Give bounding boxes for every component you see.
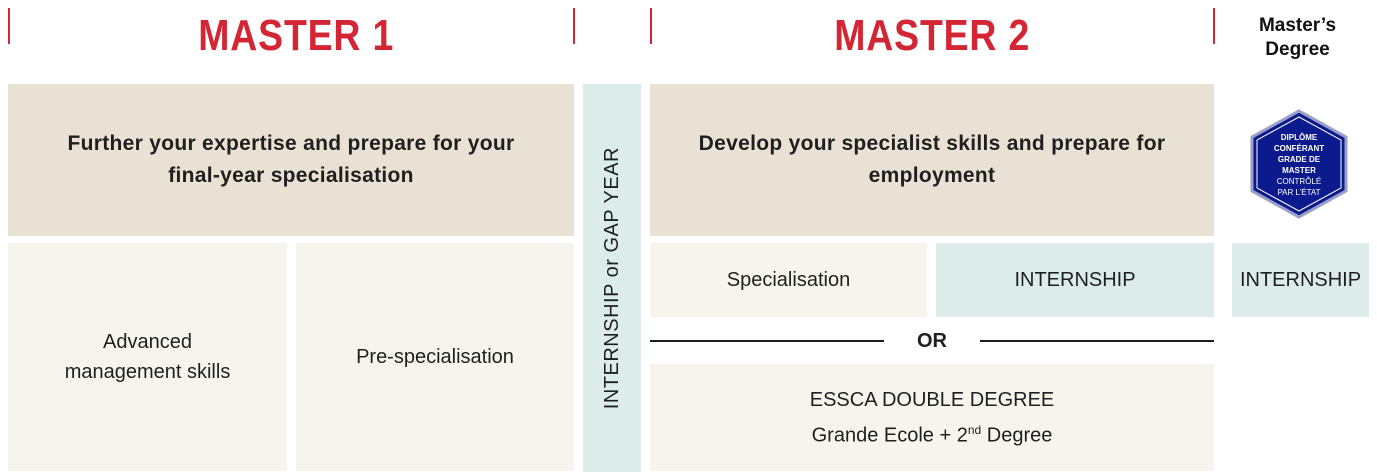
master2-internship-text: INTERNSHIP: [1014, 269, 1136, 291]
or-line-right: [980, 340, 1214, 342]
degree-internship-text: INTERNSHIP: [1239, 269, 1362, 291]
advanced-skills-text: Advanced management skills: [64, 331, 231, 383]
master2-header: MASTER 2: [652, 0, 1212, 72]
badge-line-5: CONTRÔLÉ: [1276, 177, 1322, 186]
badge-text: DIPLÔME CONFÉRANT GRADE DE MASTER CONTRÔ…: [1257, 130, 1341, 200]
double-degree-box: ESSCA DOUBLE DEGREE Grande Ecole + 2nd D…: [650, 364, 1214, 471]
hexagon-badge-icon: [1250, 109, 1348, 219]
gap-year-box: INTERNSHIP or GAP YEAR: [583, 84, 641, 472]
double-degree-part-a: Grande Ecole + 2: [811, 424, 968, 447]
double-degree-sup: nd: [967, 422, 982, 437]
badge-line-6: PAR L’ÉTAT: [1277, 188, 1321, 197]
divider-right: [1213, 8, 1215, 44]
divider-mid-2: [650, 8, 652, 44]
or-text: OR: [917, 329, 947, 352]
degree-internship-box: INTERNSHIP: [1232, 243, 1369, 317]
specialisation-text: Specialisation: [726, 269, 851, 291]
master2-top-text: Develop your specialist skills and prepa…: [698, 132, 1166, 187]
master2-top-box: Develop your specialist skills and prepa…: [650, 84, 1214, 236]
master1-title: MASTER 1: [198, 11, 394, 60]
double-degree-title: ESSCA DOUBLE DEGREE: [809, 388, 1055, 411]
badge-line-2: CONFÉRANT: [1273, 144, 1325, 153]
pre-specialisation-text: Pre-specialisation: [356, 346, 514, 368]
divider-left: [8, 8, 10, 44]
master2-internship-box: INTERNSHIP: [936, 243, 1214, 317]
or-line-left: [650, 340, 884, 342]
degree-title: Master’s Degree: [1258, 15, 1337, 60]
gap-year-text: INTERNSHIP or GAP YEAR: [600, 146, 623, 410]
double-degree-subtitle: Grande Ecole + 2nd Degree: [812, 415, 1053, 451]
badge-line-1: DIPLÔME: [1280, 133, 1318, 142]
degree-header: Master’s Degree: [1225, 6, 1370, 70]
master2-title: MASTER 2: [834, 11, 1030, 60]
master1-top-box: Further your expertise and prepare for y…: [8, 84, 574, 236]
pre-specialisation-box: Pre-specialisation: [296, 243, 574, 471]
or-label: OR: [884, 326, 980, 356]
master1-header: MASTER 1: [20, 0, 572, 72]
divider-mid-1: [573, 8, 575, 44]
badge-line-4: MASTER: [1282, 166, 1316, 175]
specialisation-box: Specialisation: [650, 243, 927, 317]
badge-line-3: GRADE DE: [1277, 155, 1321, 164]
master-degree-badge: DIPLÔME CONFÉRANT GRADE DE MASTER CONTRÔ…: [1243, 108, 1355, 220]
advanced-skills-box: Advanced management skills: [8, 243, 287, 471]
master1-top-text: Further your expertise and prepare for y…: [67, 132, 515, 187]
double-degree-part-b: Degree: [981, 424, 1053, 447]
